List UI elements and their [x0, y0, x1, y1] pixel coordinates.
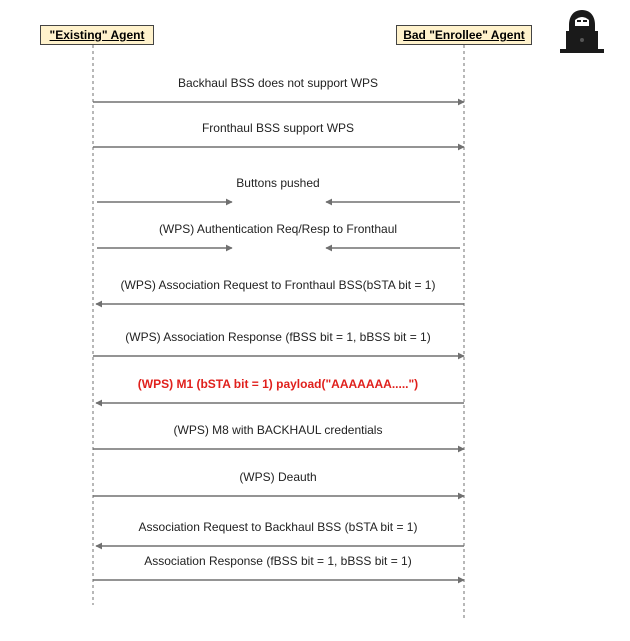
message-label: (WPS) M8 with BACKHAUL credentials: [174, 423, 383, 437]
message-label: Buttons pushed: [236, 176, 319, 190]
message-list: Backhaul BSS does not support WPS Frontha…: [93, 76, 465, 584]
message-label: (WPS) Deauth: [239, 470, 316, 484]
message-label: (WPS) Association Request to Fronthaul B…: [121, 278, 436, 292]
actor-existing-agent: "Existing" Agent: [40, 25, 154, 45]
message-label: (WPS) Authentication Req/Resp to Frontha…: [159, 222, 397, 236]
actor-enrollee-agent: Bad "Enrollee" Agent: [396, 25, 532, 45]
message-label: (WPS) M1 (bSTA bit = 1) payload("AAAAAAA…: [138, 377, 418, 391]
message-label: (WPS) Association Response (fBSS bit = 1…: [125, 330, 430, 344]
message-label: Fronthaul BSS support WPS: [202, 121, 354, 135]
message-label: Association Request to Backhaul BSS (bST…: [139, 520, 418, 534]
message-label: Association Response (fBSS bit = 1, bBSS…: [144, 554, 411, 568]
message-label: Backhaul BSS does not support WPS: [178, 76, 378, 90]
hacker-icon: [556, 6, 608, 54]
